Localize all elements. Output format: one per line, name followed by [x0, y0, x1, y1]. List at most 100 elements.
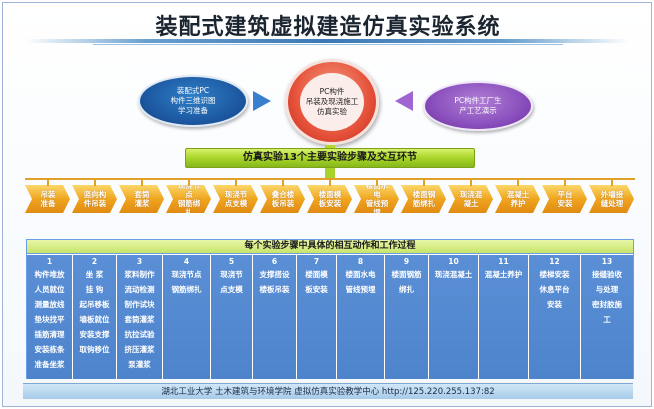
column-line: 安装支撑: [79, 330, 110, 339]
step-11: 混凝土养护: [495, 185, 540, 213]
step-connector-tick: [423, 178, 425, 186]
column-line: 休息平台: [539, 285, 570, 294]
column-number: 12: [549, 257, 560, 266]
column-number: 4: [183, 257, 190, 266]
column-number: 11: [498, 257, 509, 266]
step-label: 外墙接缝处理: [601, 190, 624, 208]
bubble-line: PC构件: [319, 87, 345, 96]
step-6: 叠合楼板吊装: [260, 185, 305, 213]
step-label-line: 筋绑扎: [412, 199, 436, 208]
bubble-line: 吊装及现浇施工: [305, 97, 359, 106]
step-label-line: 点支模: [224, 199, 248, 208]
title-area: 装配式建筑虚拟建造仿真实验系统: [3, 3, 651, 45]
step-5: 现浇节点支模: [213, 185, 258, 213]
title-underline-thin: [93, 44, 563, 45]
column-line: 制作试块: [124, 300, 155, 309]
bubble-factory-process-text: PC构件工厂生 产工艺演示: [454, 96, 501, 116]
column-line: 现浇节点: [171, 270, 202, 279]
step-label-line: 外墙接: [600, 190, 624, 199]
column-line: 安装栋条: [34, 345, 65, 354]
column-line: 插筋清理: [34, 330, 65, 339]
step-label: 混凝土养护: [507, 190, 530, 208]
step-label-line: 叠合楼: [271, 190, 295, 199]
column-line: 坐 浆: [85, 270, 104, 279]
column-lines: 楼梯安装休息平台安装: [529, 267, 580, 312]
step-label: 现浇节点支模: [225, 190, 248, 208]
column-line: 构件堆放: [34, 270, 65, 279]
column-line: 人员就位: [34, 285, 65, 294]
step-connector-tick: [94, 178, 96, 186]
bubble-simulation-core-inner: PC构件 吊装及现浇施工 仿真实验: [300, 73, 364, 131]
page-title: 装配式建筑虚拟建造仿真实验系统: [155, 15, 501, 40]
column-line: 测量放线: [34, 300, 65, 309]
main-steps-bar: 仿真实验13个主要实验步骤及交互环节: [185, 148, 475, 168]
column-number: 3: [136, 257, 143, 266]
step-label-line: 缝处理: [600, 199, 624, 208]
column-line: 工: [603, 315, 611, 324]
step-label-line: 平台: [557, 190, 573, 199]
column-line: 泵灌浆: [128, 360, 151, 369]
step-connector-tick: [470, 178, 472, 186]
column-line: 混凝土养护: [484, 270, 523, 279]
step-label: 吊装准备: [41, 190, 56, 208]
column-line: 密封胶施: [592, 300, 622, 309]
step-3: 套筒灌浆: [119, 185, 164, 213]
step-label-line: 件吊装: [83, 199, 107, 208]
step-connector-tick: [376, 178, 378, 186]
step-connector-tick: [47, 178, 49, 186]
column-line: 现浇混凝土: [434, 270, 473, 279]
column-line: 楼面模: [305, 270, 328, 279]
step-connector-tick: [329, 178, 331, 186]
step-label: 套筒灌浆: [135, 190, 150, 208]
step-label-line: 竖向构: [83, 190, 107, 199]
column-number: 9: [403, 257, 410, 266]
step-label-line: 养护: [510, 199, 526, 208]
table-column-11: 11 混凝土养护: [479, 255, 529, 379]
column-lines: 现浇混凝土: [429, 267, 478, 282]
column-lines: 楼面钢筋绑扎: [385, 267, 428, 297]
step-label-line: 管线预埋: [365, 199, 389, 217]
column-lines: 构件堆放人员就位测量放线垫块找平插筋清理安装栋条准备坐浆: [27, 267, 72, 372]
step-connector-tick: [564, 178, 566, 186]
column-line: 安装: [547, 300, 562, 309]
step-label-line: 灌浆: [134, 199, 150, 208]
connector-vertical-lower: [325, 168, 335, 178]
column-line: 浆料制作: [124, 270, 155, 279]
column-line: 挤压灌浆: [124, 345, 155, 354]
column-line: 接缝验收: [592, 270, 622, 279]
bubble-line: 学习准备: [178, 106, 208, 115]
column-lines: 支撑搭设楼板吊装: [253, 267, 296, 297]
column-lines: 现浇节点支模: [211, 267, 252, 297]
footer-bar: 湖北工业大学 土木建筑与环境学院 虚拟仿真实验教学中心 http://125.2…: [23, 383, 633, 399]
step-label: 现浇节点钢筋绑扎: [175, 181, 203, 217]
column-lines: 楼面水电管线预埋: [337, 267, 384, 297]
column-line: 楼面钢筋: [391, 270, 422, 279]
column-number: 1: [46, 257, 53, 266]
step-connector-tick: [141, 178, 143, 186]
column-lines: 楼面模板安装: [297, 267, 336, 297]
step-label-line: 安装: [557, 199, 573, 208]
step-label: 楼面模板安装: [319, 190, 342, 208]
column-number: 8: [357, 257, 364, 266]
step-label: 现浇混凝土: [460, 190, 483, 208]
step-label: 叠合楼板吊装: [272, 190, 295, 208]
connector-vertical: [325, 145, 335, 148]
column-line: 取钩移位: [79, 345, 110, 354]
steps-row: 吊装准备竖向构件吊装套筒灌浆现浇节点钢筋绑扎现浇节点支模叠合楼板吊装楼面模板安装…: [25, 185, 637, 215]
step-connector-tick: [282, 178, 284, 186]
column-lines: 混凝土养护: [479, 267, 528, 282]
step-9: 楼面钢筋绑扎: [401, 185, 446, 213]
step-label-line: 现浇节: [224, 190, 248, 199]
step-label-line: 凝土: [463, 199, 479, 208]
